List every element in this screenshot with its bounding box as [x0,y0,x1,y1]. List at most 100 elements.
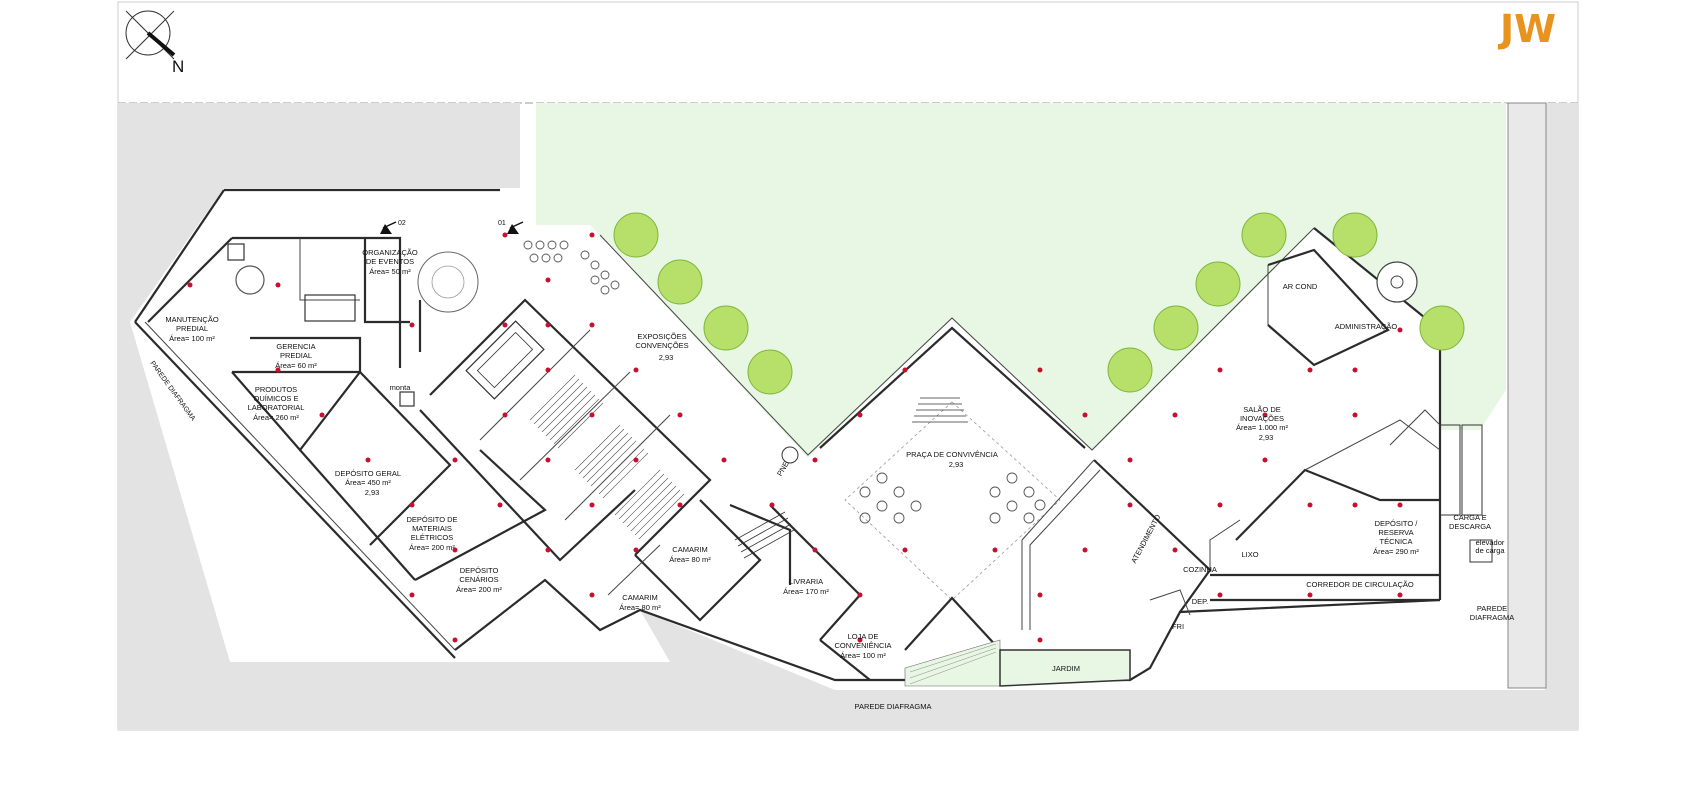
wall-left-diagonal [147,237,233,323]
label-cozinha: COZINHA [1183,565,1217,574]
svg-text:de carga: de carga [1475,546,1505,555]
tree [703,305,749,351]
svg-text:2,93: 2,93 [659,353,674,362]
svg-text:Área= 170 m²: Área= 170 m² [783,587,829,596]
label-lixo: LIXO [1241,550,1258,559]
svg-text:MANUTENÇÃO: MANUTENÇÃO [165,315,219,324]
north-arrow-circle [125,10,171,56]
expo-tables [523,240,620,295]
tree [1332,212,1378,258]
shaft-small [227,243,245,261]
svg-text:Área= 290 m²: Área= 290 m² [1373,547,1419,556]
monta-carga-shaft [399,391,415,407]
svg-text:PAREDE: PAREDE [1477,604,1507,613]
wall-auditorium-box [429,298,712,556]
label-jardim: JARDIM [1052,664,1080,673]
svg-text:Área= 50 m²: Área= 50 m² [369,267,411,276]
svg-text:LIVRARIA: LIVRARIA [789,577,823,586]
svg-text:LOJA DE: LOJA DE [848,632,879,641]
label-monta: monta [390,383,412,392]
label-deposito-materiais: DEPÓSITO DE MATERIAIS ELÉTRICOS Área= 20… [406,515,457,552]
label-praca: PRAÇA DE CONVIVÊNCIA 2,93 [906,450,998,469]
outer-wall-south [454,578,1441,682]
label-parede-bottom: PAREDE DIAFRAGMA [855,702,932,711]
seating-block-2 [574,424,649,499]
section-marker-02: 02 [380,220,406,234]
wall-reserva-inner [1304,419,1441,471]
north-arrow: N [125,10,184,76]
label-parede-right: PAREDE DIAFRAGMA [1470,604,1515,622]
svg-text:CONVENÇÕES: CONVENÇÕES [635,341,688,350]
wall-elevators [299,238,360,301]
surrounding-paving [118,103,1578,730]
north-label: N [172,57,184,76]
wall-camarim [634,499,762,622]
label-salao: SALÃO DE INOVAÇÕES Área= 1.000 m² 2,93 [1236,405,1288,442]
svg-text:Área= 80 m²: Área= 80 m² [619,603,661,612]
wall-auditorium-partition-1 [479,329,591,441]
svg-text:Área= 100 m²: Área= 100 m² [840,651,886,660]
jw-logo: JW [1497,7,1556,51]
svg-text:Área= 100 m²: Área= 100 m² [169,334,215,343]
tree [1419,305,1465,351]
atendimento-counter [1021,459,1095,630]
svg-text:Área= 450 m²: Área= 450 m² [345,478,391,487]
label-corredor: CORREDOR DE CIRCULAÇÃO [1306,580,1414,589]
praca-roof-edge [819,326,1086,449]
svg-text:DESCARGA: DESCARGA [1449,522,1491,531]
label-produtos: PRODUTOS QUÍMICOS E LABORATORIAL Área= 2… [248,385,305,422]
svg-text:INOVAÇÕES: INOVAÇÕES [1240,414,1284,423]
svg-text:PRAÇA DE CONVIVÊNCIA: PRAÇA DE CONVIVÊNCIA [906,450,998,459]
round-stair-east-core [1390,275,1404,289]
svg-text:elevador: elevador [1476,538,1505,547]
tree [747,349,793,395]
svg-text:CARGA E: CARGA E [1453,513,1486,522]
label-fri: FRI [1172,622,1184,631]
wall-deposito-geral [299,449,416,581]
wall-lixo [1209,519,1241,570]
floor-slab [135,190,1440,686]
label-deposito-geral: DEPÓSITO GERAL Área= 450 m² 2,93 [335,469,401,497]
label-camarim-2: CAMARIM Área= 80 m² [619,593,661,612]
praca-diamond [844,401,1061,601]
label-carga: CARGA E DESCARGA [1449,513,1491,531]
label-manutencao: MANUTENÇÃO PREDIAL Área= 100 m² [165,315,219,343]
svg-text:DEPÓSITO DE: DEPÓSITO DE [406,515,457,524]
label-exposicoes: EXPOSIÇÕES CONVENÇÕES 2,93 [635,332,688,362]
wall-dep [1149,589,1191,616]
wall-deposito-reserva [1235,468,1440,541]
pne-symbol [781,446,799,464]
svg-text:PREDIAL: PREDIAL [176,324,208,333]
svg-text:SALÃO DE: SALÃO DE [1243,405,1281,414]
praca-tables-right [989,472,1046,524]
svg-text:DEPÓSITO GERAL: DEPÓSITO GERAL [335,469,401,478]
wall-admin-block [1267,248,1390,367]
wall-auditorium-west [419,409,636,562]
seating-block-1 [529,374,604,449]
svg-text:CENÁRIOS: CENÁRIOS [459,575,498,584]
label-livraria: LIVRARIA Área= 170 m² [783,577,829,596]
spiral-stair-small [235,265,265,295]
label-loja: LOJA DE CONVENIÊNCIA Área= 100 m² [834,632,891,660]
wall-praca-entry [904,596,1001,651]
label-gerencia: GERENCIA PREDIAL Área= 60 m² [275,342,317,370]
svg-text:EXPOSIÇÕES: EXPOSIÇÕES [637,332,686,341]
svg-text:2,93: 2,93 [949,460,964,469]
trees [613,212,1465,395]
stair-praca [912,397,968,423]
tree [1153,305,1199,351]
spiral-stair [417,251,479,313]
wall-livraria-north [729,503,792,585]
label-deposito-reserva: DEPÓSITO / RESERVA TÉCNICA Área= 290 m² [1373,519,1419,556]
svg-text:2,93: 2,93 [365,488,380,497]
svg-text:TÉCNICA: TÉCNICA [1380,537,1413,546]
east-access-strip [1507,102,1547,689]
freight-elevator [1469,539,1493,563]
label-ar-cond: AR COND [1283,282,1318,291]
label-dep: DEP. [1192,597,1209,606]
wall-loja [819,639,871,681]
svg-text:Área= 200 m²: Área= 200 m² [409,543,455,552]
svg-text:Área= 60 m²: Área= 60 m² [275,361,317,370]
section-label-02: 02 [398,220,406,227]
stage-outline [465,320,545,400]
